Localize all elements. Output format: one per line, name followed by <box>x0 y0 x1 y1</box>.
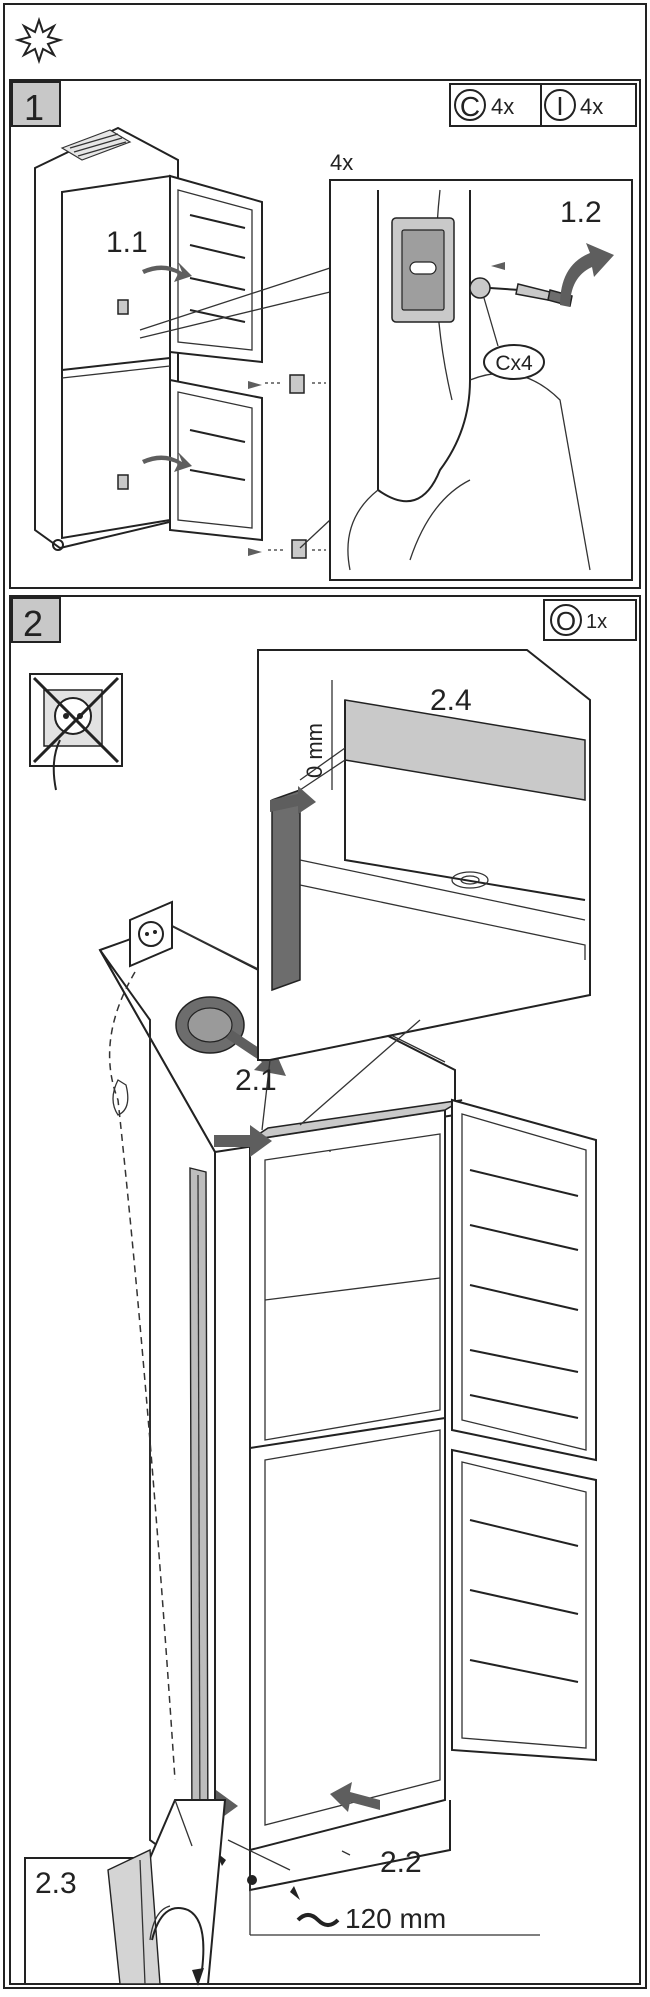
step-1-number: 1 <box>24 87 44 128</box>
fridge-step2-drawing <box>180 1098 597 1892</box>
hinge-part-1 <box>289 374 305 394</box>
socket-icon <box>129 900 173 968</box>
step-1-frame <box>9 79 641 589</box>
gap-label: 0 mm <box>302 723 327 778</box>
part-o-count: 1x <box>586 611 607 633</box>
door-arrow-upper <box>142 262 192 282</box>
detail-count-label: 4x <box>330 150 353 175</box>
step-1-panel: 1 C 4x I 4x <box>9 79 641 589</box>
callout-2-3: 2.3 <box>35 1867 77 1900</box>
lower-door <box>169 378 263 542</box>
distance-dimension: 120 mm <box>216 1839 540 1936</box>
step-2-panel: 2 O 1x <box>9 595 641 1986</box>
part-i-count: 4x <box>580 94 603 119</box>
push-arrow-top <box>214 1125 272 1157</box>
door-arrow-lower <box>142 452 192 472</box>
part-o-icon: O <box>550 604 582 636</box>
detail-1-2-box: 1.2 Cx4 <box>329 179 633 581</box>
step-2-number: 2 <box>23 603 43 644</box>
cable-arrow <box>226 1030 286 1076</box>
rotate-arrow <box>560 243 614 307</box>
step-1-badge <box>11 81 61 127</box>
detail-2-4-box: 0 mm 2.4 <box>257 649 591 1061</box>
screw-label-oval <box>483 344 545 380</box>
callout-2-2: 2.2 <box>380 1846 422 1879</box>
part-c-icon: C <box>454 89 486 122</box>
callout-1-1: 1.1 <box>106 226 148 259</box>
outer-frame <box>3 3 647 1989</box>
upper-door-step2 <box>451 1098 597 1462</box>
starburst-icon <box>14 16 64 65</box>
screw-head <box>469 277 491 299</box>
unplug-warning-icon <box>29 673 123 791</box>
step-2-badge <box>11 597 61 643</box>
upper-door <box>169 174 263 364</box>
part-c-letter: C <box>460 91 480 122</box>
push-arrow-front <box>330 1782 380 1812</box>
screw-label: Cx4 <box>495 352 533 375</box>
part-i-icon: I <box>544 89 576 121</box>
sealing-strip <box>189 1167 209 1851</box>
step-1-parts-box <box>449 83 637 127</box>
callout-2-1: 2.1 <box>235 1064 277 1097</box>
hinge-part-2 <box>291 539 307 559</box>
cabinet-wall-detail <box>271 788 301 992</box>
fridge-step1-drawing <box>34 126 326 559</box>
power-plug <box>112 1079 129 1116</box>
power-cord-path <box>108 971 176 1781</box>
part-c-count: 4x <box>491 94 514 119</box>
part-o-letter: O <box>556 606 576 636</box>
detail-2-3-box: 2.3 <box>24 1799 227 1986</box>
lower-door-step2 <box>451 1448 597 1762</box>
gap-arrow <box>270 786 316 814</box>
callout-2-4: 2.4 <box>430 684 472 717</box>
callout-1-2: 1.2 <box>560 196 602 229</box>
distance-label: 120 mm <box>345 1903 446 1934</box>
insert-arrow-path <box>151 1907 205 1971</box>
part-i-letter: I <box>556 91 563 121</box>
step-2-parts-box <box>543 599 637 641</box>
step-2-frame <box>9 595 641 1985</box>
